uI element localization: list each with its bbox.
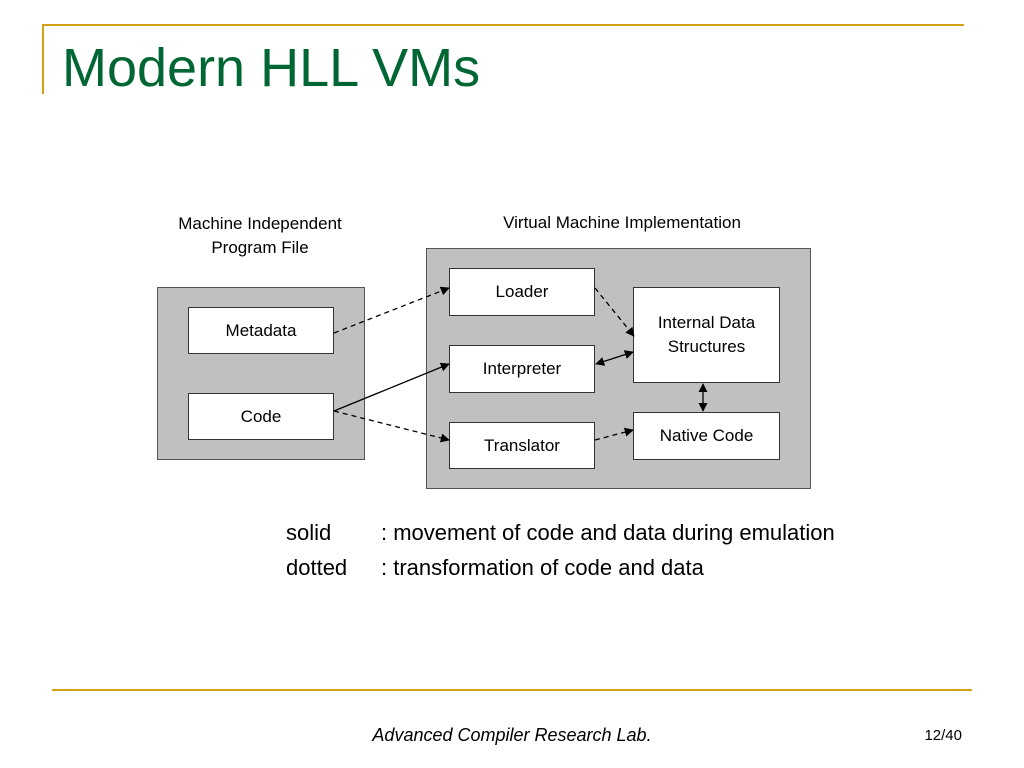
internal-data-structures-box: Internal Data Structures — [633, 287, 780, 383]
legend-dotted-term: dotted — [286, 555, 348, 580]
left-accent-line — [42, 24, 44, 94]
page-number: 12/40 — [924, 727, 962, 744]
edge-interpreter-internal-data — [595, 350, 634, 366]
legend-solid-term: solid — [286, 520, 332, 545]
top-accent-line — [42, 24, 964, 26]
metadata-box: Metadata — [188, 307, 334, 354]
native-code-box: Native Code — [633, 412, 780, 460]
translator-box: Translator — [449, 422, 595, 469]
slide-title: Modern HLL VMs — [62, 38, 481, 98]
edge-loader-internal-data — [594, 287, 635, 337]
legend-solid-description: : movement of code and data during emula… — [381, 520, 835, 545]
right-group-caption: Virtual Machine Implementation — [503, 213, 741, 232]
interpreter-box: Interpreter — [449, 345, 595, 393]
footer-text: Advanced Compiler Research Lab. — [372, 725, 652, 745]
edge-metadata-loader — [333, 286, 450, 334]
edge-code-interpreter — [333, 362, 450, 412]
footer-accent-line — [52, 689, 972, 691]
code-box: Code — [188, 393, 334, 440]
edge-code-translator — [333, 410, 450, 443]
left-group-caption: Machine Independent Program File — [178, 214, 342, 257]
legend-dotted-description: : transformation of code and data — [381, 555, 704, 580]
loader-box: Loader — [449, 268, 595, 316]
edge-translator-native-code — [594, 427, 634, 441]
